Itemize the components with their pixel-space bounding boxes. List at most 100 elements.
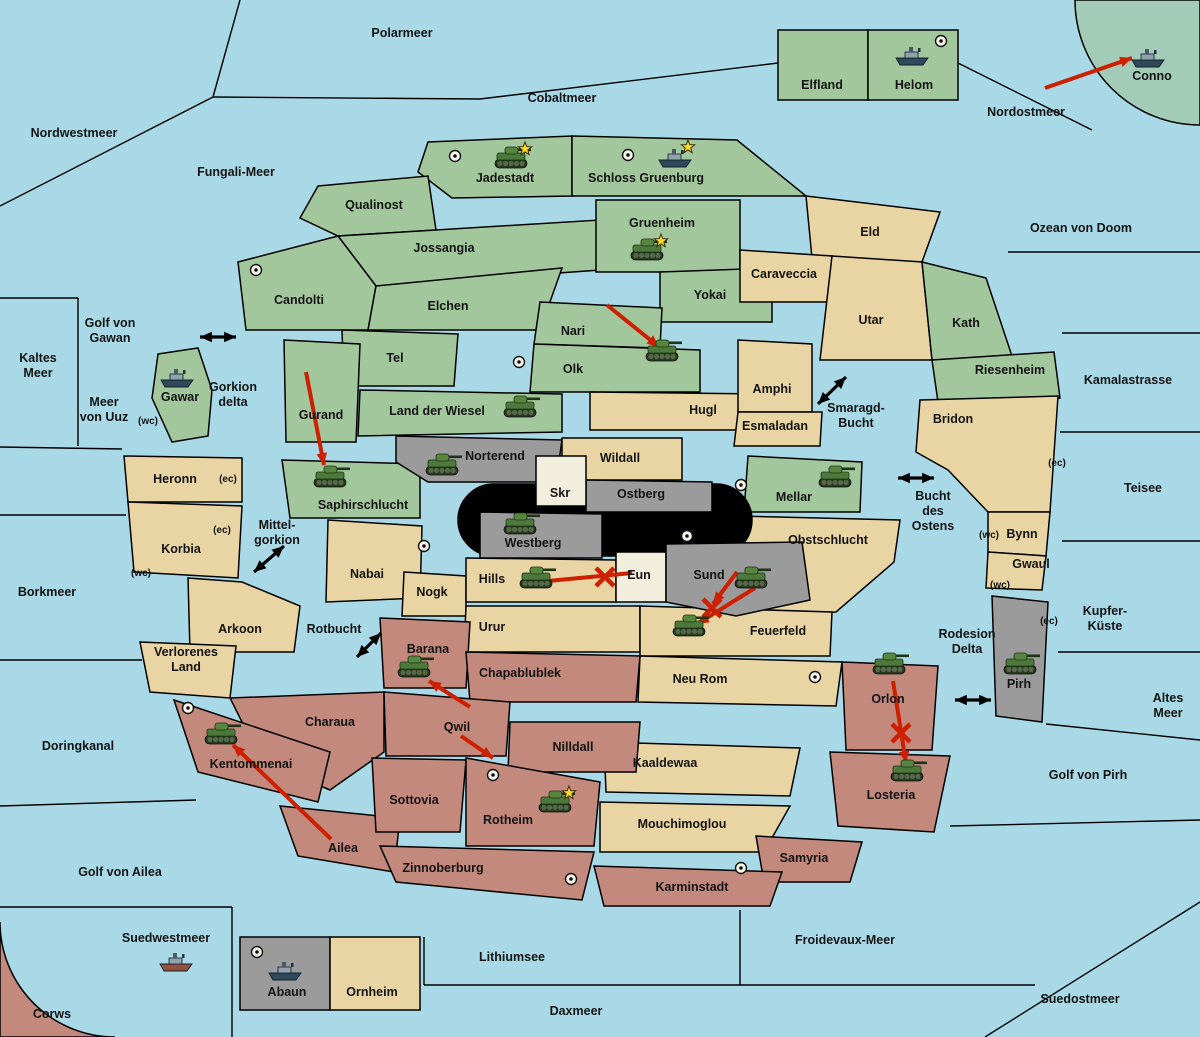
territory-skr[interactable] [535,455,587,507]
passage-double-arrow [955,694,991,706]
territory-kaaldewaa[interactable] [603,741,801,797]
unit-tank-icon-westberg[interactable] [503,512,540,535]
attack-arrow [304,371,327,466]
territory-label-westberg: Westberg [505,536,562,550]
territory-qwil[interactable] [383,691,511,757]
territory-samyria[interactable] [755,835,863,883]
attack-arrow [1044,56,1133,90]
unit-ship-icon-schloss-gruenburg[interactable] [658,138,697,168]
territory-korbia[interactable] [127,501,243,579]
territory-label-yokai: Yokai [694,288,726,302]
unit-tank-icon-olk[interactable] [645,339,682,362]
unit-tank-icon-kentommenai[interactable] [204,722,241,745]
city-dot [417,539,431,553]
sea-zone-border [984,901,1200,1037]
city-dot [680,529,694,543]
unit-tank-icon-feuerfeld[interactable] [672,614,709,637]
territory-ornheim[interactable] [329,936,421,1011]
sea-label-cobaltmeer: Cobaltmeer [528,91,597,105]
territory-label-feuerfeld: Feuerfeld [750,624,806,638]
territory-label-skr: Skr [550,486,570,500]
city-dot [181,701,195,715]
territory-label-hugl: Hugl [689,403,717,417]
territory-label-candolti: Candolti [274,293,324,307]
unit-tank-icon-saphirschlucht[interactable] [313,465,350,488]
territory-kentommenai[interactable] [172,698,331,803]
territory-gruenheim[interactable] [595,199,741,273]
coast-annotation: (ec) [1048,458,1066,469]
territory-karminstadt[interactable] [593,865,784,907]
territory-gwaul[interactable] [985,551,1047,591]
sea-zone-border [479,62,779,100]
sea-zone-border [0,446,123,450]
unit-ship-icon-abaun[interactable] [268,962,302,981]
unit-ship-icon-suedwestmeer[interactable] [159,953,193,972]
territory-heronn[interactable] [123,455,243,503]
territory-arkoon[interactable] [187,577,301,653]
city-dot [734,478,748,492]
coast-annotation: (ec) [219,474,237,485]
territory-nilldall[interactable] [507,721,641,773]
sea-label-daxmeer: Daxmeer [550,1004,603,1018]
territory-label-nogk: Nogk [416,585,447,599]
territory-amphi[interactable] [737,339,813,413]
territory-esmaladan[interactable] [733,411,823,447]
territory-label-neu-rom: Neu Rom [673,672,728,686]
unit-tank-icon-rotheim[interactable] [538,784,578,813]
territory-chapablublek[interactable] [465,651,641,703]
sea-label-golf-von-pirh: Golf von Pirh [1049,768,1127,782]
sea-label-borkmeer: Borkmeer [18,585,76,599]
territory-label-conno: Conno [1132,69,1172,83]
territory-westberg[interactable] [479,511,603,559]
territory-zinnoberburg[interactable] [378,845,595,901]
territory-utar[interactable] [819,255,933,361]
territory-label-gruenheim: Gruenheim [629,216,695,230]
unit-tank-icon-gruenheim[interactable] [630,232,670,261]
territory-orlon[interactable] [841,661,939,751]
territory-jadestadt[interactable] [417,135,573,199]
sea-zone-border [212,0,241,98]
city-dot [621,148,635,162]
unit-tank-icon-sund[interactable] [734,566,771,589]
sea-label-fungali-meer: Fungali-Meer [197,165,275,179]
star-icon [679,138,697,154]
territory-riesenheim[interactable] [931,351,1061,403]
territory-gawar[interactable] [151,347,213,443]
unit-tank-icon-orlon[interactable] [872,652,909,675]
coast-annotation: (wc) [979,530,999,541]
sea-label-nordwestmeer: Nordwestmeer [31,126,118,140]
territory-label-gurand: Gurand [299,408,343,422]
territory-gurand[interactable] [283,339,361,443]
unit-tank-icon-losteria[interactable] [890,759,927,782]
territory-sottovia[interactable] [371,757,467,833]
territory-label-kaaldewaa: Kaaldewaa [633,756,699,770]
unit-tank-icon-hills[interactable] [519,566,556,589]
unit-tank-icon-land-der-wiesel[interactable] [503,395,540,418]
city-dot [448,149,462,163]
unit-ship-icon-conno[interactable] [1131,49,1165,68]
sea-zone-border [0,96,214,207]
unit-tank-icon-pirh[interactable] [1003,652,1040,675]
coast-annotation: (wc) [131,568,151,579]
unit-tank-icon-jadestadt[interactable] [494,140,534,169]
territory-nari[interactable] [533,301,663,349]
battle-x-mark [594,566,616,588]
territory-neu-rom[interactable] [637,655,843,707]
unit-tank-icon-barana[interactable] [397,655,434,678]
territory-label-ailea: Ailea [328,841,359,855]
star-icon [516,140,534,156]
attack-arrow [547,571,633,583]
territory-rotheim[interactable] [465,757,601,847]
territory-label-eld: Eld [860,225,879,239]
unit-ship-icon-helom[interactable] [895,47,929,66]
city-dot [934,34,948,48]
passage-double-arrow [200,331,236,343]
sea-label-kamalastrasse: Kamalastrasse [1084,373,1172,387]
unit-ship-icon-gawar[interactable] [160,369,194,388]
unit-tank-icon-mellar[interactable] [818,465,855,488]
unit-tank-icon-norterend[interactable] [425,453,462,476]
territory-label-olk: Olk [563,362,583,376]
territory-land-der-wiesel[interactable] [357,389,563,437]
